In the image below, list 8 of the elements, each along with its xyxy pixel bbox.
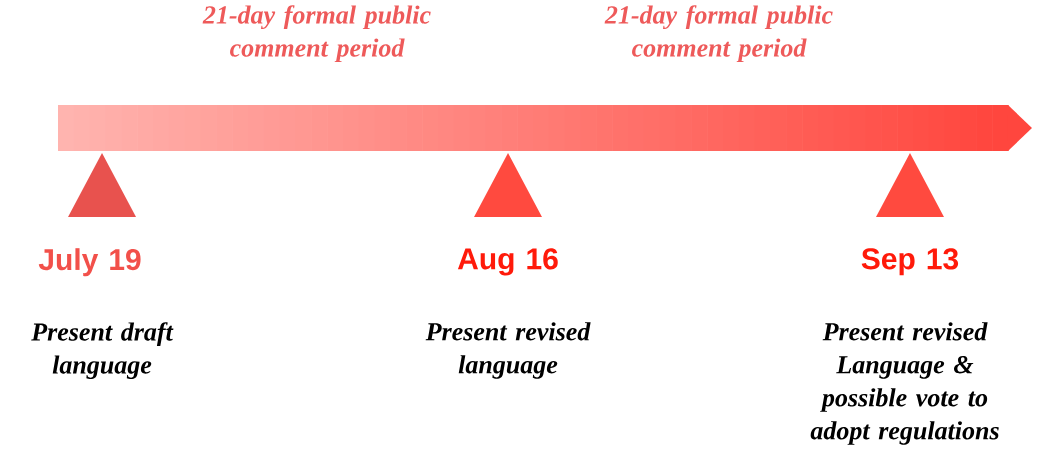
- milestone-description: Present draft language: [31, 322, 174, 380]
- date-label: Aug 16: [457, 248, 558, 276]
- period-label: 21-day formal public comment period: [202, 5, 431, 63]
- milestone-description: Present revised Language & possible vote to adopt regulations: [810, 322, 999, 445]
- date-label: July 19: [38, 248, 141, 277]
- period-label: 21-day formal public comment period: [604, 5, 833, 63]
- date-label: Sep 13: [861, 248, 959, 276]
- milestone-description: Present revised language: [425, 322, 591, 379]
